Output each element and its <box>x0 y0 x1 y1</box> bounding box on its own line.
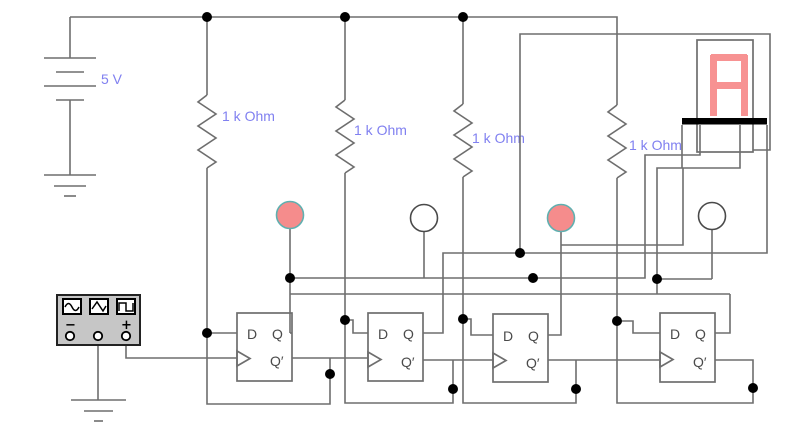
seven-segment-digit <box>710 54 748 116</box>
ff3-d-label: D <box>503 328 513 344</box>
ff1-qn-label: Q′ <box>270 353 284 369</box>
resistor-1[interactable]: 1 k Ohm <box>196 17 275 333</box>
battery-5v[interactable]: 5 V <box>44 17 123 175</box>
ff3-qn-label: Q′ <box>526 355 540 371</box>
flipflop-2[interactable]: D Q Q′ <box>345 312 424 382</box>
fg-minus-label: − <box>65 318 76 333</box>
flipflop-3[interactable]: D Q Q′ <box>463 313 549 383</box>
fg-plus-label: + <box>121 318 132 333</box>
battery-label: 5 V <box>101 71 123 87</box>
wire-power-rail[interactable] <box>70 16 618 105</box>
ff2-d-label: D <box>378 326 388 342</box>
seven-segment-display[interactable] <box>682 39 767 153</box>
triangle-wave-button[interactable] <box>89 298 109 315</box>
ground-battery[interactable] <box>44 174 96 197</box>
ground-function-generator[interactable] <box>71 399 126 422</box>
flipflop-1[interactable]: D Q Q′ <box>207 312 293 382</box>
junction-dots <box>202 12 758 394</box>
probe-3[interactable] <box>546 203 576 233</box>
resistor-2[interactable]: 1 k Ohm <box>334 17 407 320</box>
probe-4[interactable] <box>697 201 727 280</box>
ff1-q-label: Q <box>272 326 283 342</box>
sine-wave-icon <box>64 302 80 312</box>
fg-terminal-minus[interactable] <box>64 330 76 342</box>
resistor-2-label: 1 k Ohm <box>354 122 407 138</box>
sine-wave-button[interactable] <box>62 298 82 315</box>
resistor-4[interactable]: 1 k Ohm <box>606 104 682 321</box>
wire-bus-middle[interactable] <box>290 33 771 336</box>
resistor-1-label: 1 k Ohm <box>222 108 275 124</box>
ff1-d-label: D <box>247 326 257 342</box>
wire-feedback-loops[interactable] <box>206 319 754 405</box>
ff4-qn-label: Q′ <box>693 354 707 370</box>
ff2-qn-label: Q′ <box>401 354 415 370</box>
square-wave-button[interactable] <box>116 298 136 315</box>
ff4-q-label: Q <box>695 326 706 342</box>
function-generator[interactable]: − + <box>56 294 141 400</box>
resistor-3[interactable]: 1 k Ohm <box>452 17 525 319</box>
ff2-q-label: Q <box>403 326 414 342</box>
resistor-3-label: 1 k Ohm <box>472 130 525 146</box>
wire-clock-chain[interactable] <box>125 340 660 361</box>
fg-terminal-common[interactable] <box>92 330 104 342</box>
ff4-d-label: D <box>670 326 680 342</box>
probe-2[interactable] <box>409 203 439 279</box>
square-wave-icon <box>118 302 134 312</box>
fg-terminal-plus[interactable] <box>120 330 132 342</box>
flipflop-4[interactable]: D Q Q′ <box>617 312 716 383</box>
resistor-4-label: 1 k Ohm <box>629 137 682 153</box>
triangle-wave-icon <box>91 300 107 313</box>
ff3-q-label: Q <box>528 328 539 344</box>
